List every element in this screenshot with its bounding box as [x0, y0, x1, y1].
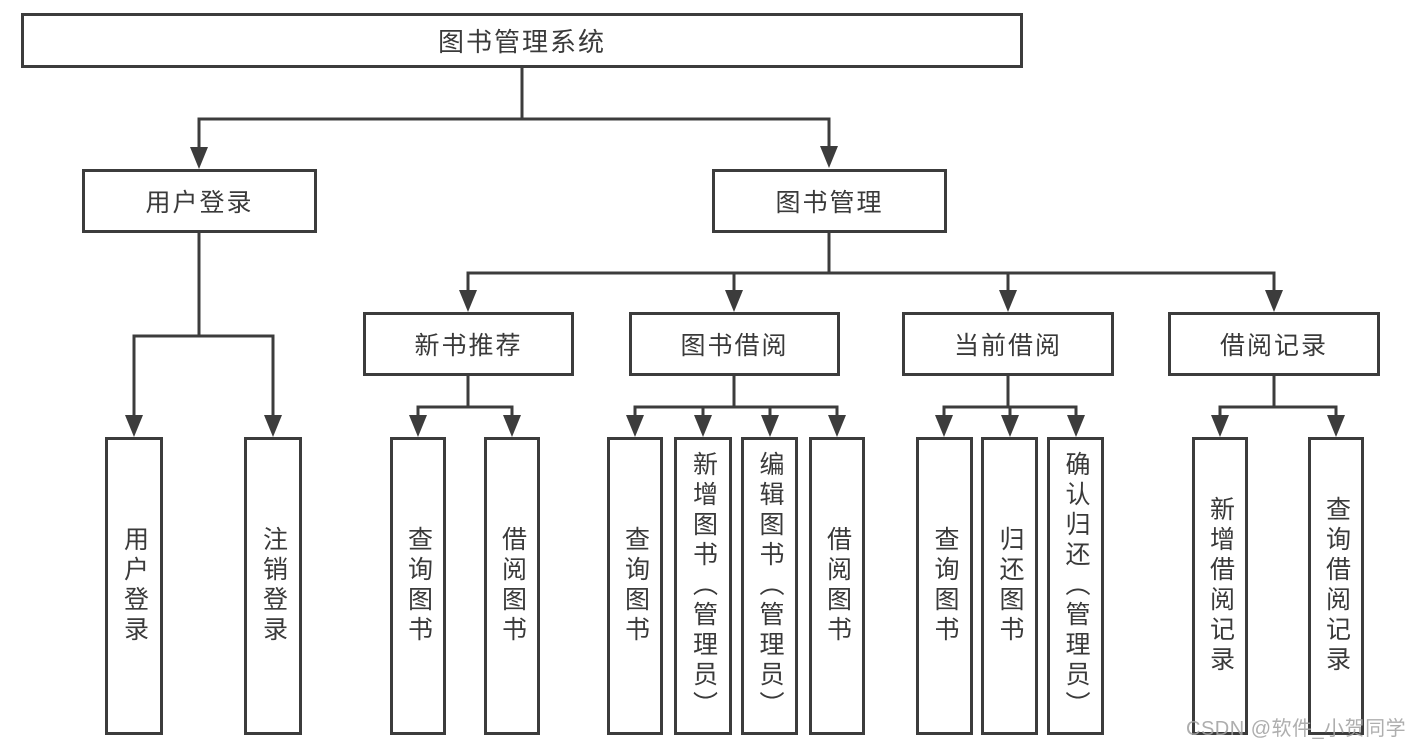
node-user-login: 用户登录 — [82, 169, 317, 233]
node-book-borrow: 图书借阅 — [629, 312, 840, 376]
connector-user-login-children — [125, 233, 282, 437]
node-label: 查询借阅记录 — [1322, 496, 1351, 676]
node-label: 查询图书 — [621, 526, 650, 646]
watermark: CSDN @软件_小贺同学 — [1186, 718, 1405, 740]
node-label: 用户登录 — [120, 526, 149, 646]
node-new-book-recommend: 新书推荐 — [363, 312, 574, 376]
node-label: 归还图书 — [996, 526, 1024, 646]
node-logout: 注销登录 — [244, 437, 302, 735]
node-add-books-admin: 新增图书（管理员） — [674, 437, 732, 735]
connector-book-borrow-children — [626, 376, 846, 437]
node-label: 借阅图书 — [498, 526, 527, 646]
node-current-borrow: 当前借阅 — [902, 312, 1114, 376]
node-borrow-books-recommend: 借阅图书 — [484, 437, 540, 735]
connector-current-borrow-children — [935, 376, 1085, 437]
node-user-login-leaf: 用户登录 — [105, 437, 163, 735]
connector-new-book-children — [409, 376, 521, 437]
connector-root-to-level2 — [190, 68, 838, 169]
node-return-books: 归还图书 — [981, 437, 1038, 735]
node-add-borrow-record: 新增借阅记录 — [1192, 437, 1248, 735]
connector-borrow-records-children — [1211, 376, 1345, 437]
node-query-books-borrow: 查询图书 — [607, 437, 663, 735]
node-confirm-return-admin: 确认归还（管理员） — [1047, 437, 1104, 735]
node-label: 注销登录 — [259, 526, 288, 646]
node-borrow-records: 借阅记录 — [1168, 312, 1380, 376]
connector-book-management-children — [459, 233, 1283, 312]
node-label: 查询图书 — [404, 526, 433, 646]
node-label: 新增借阅记录 — [1206, 496, 1235, 676]
node-label: 编辑图书（管理员） — [756, 451, 784, 721]
node-query-borrow-record: 查询借阅记录 — [1308, 437, 1364, 735]
node-label: 确认归还（管理员） — [1062, 451, 1090, 721]
node-label: 借阅图书 — [823, 526, 852, 646]
node-borrow-books-leaf: 借阅图书 — [809, 437, 865, 735]
node-book-management: 图书管理 — [712, 169, 947, 233]
node-query-books-current: 查询图书 — [916, 437, 973, 735]
node-label: 新增图书（管理员） — [689, 451, 718, 721]
node-label: 查询图书 — [931, 526, 959, 646]
node-system-root: 图书管理系统 — [21, 13, 1023, 68]
node-edit-books-admin: 编辑图书（管理员） — [741, 437, 798, 735]
node-query-books-recommend: 查询图书 — [390, 437, 446, 735]
